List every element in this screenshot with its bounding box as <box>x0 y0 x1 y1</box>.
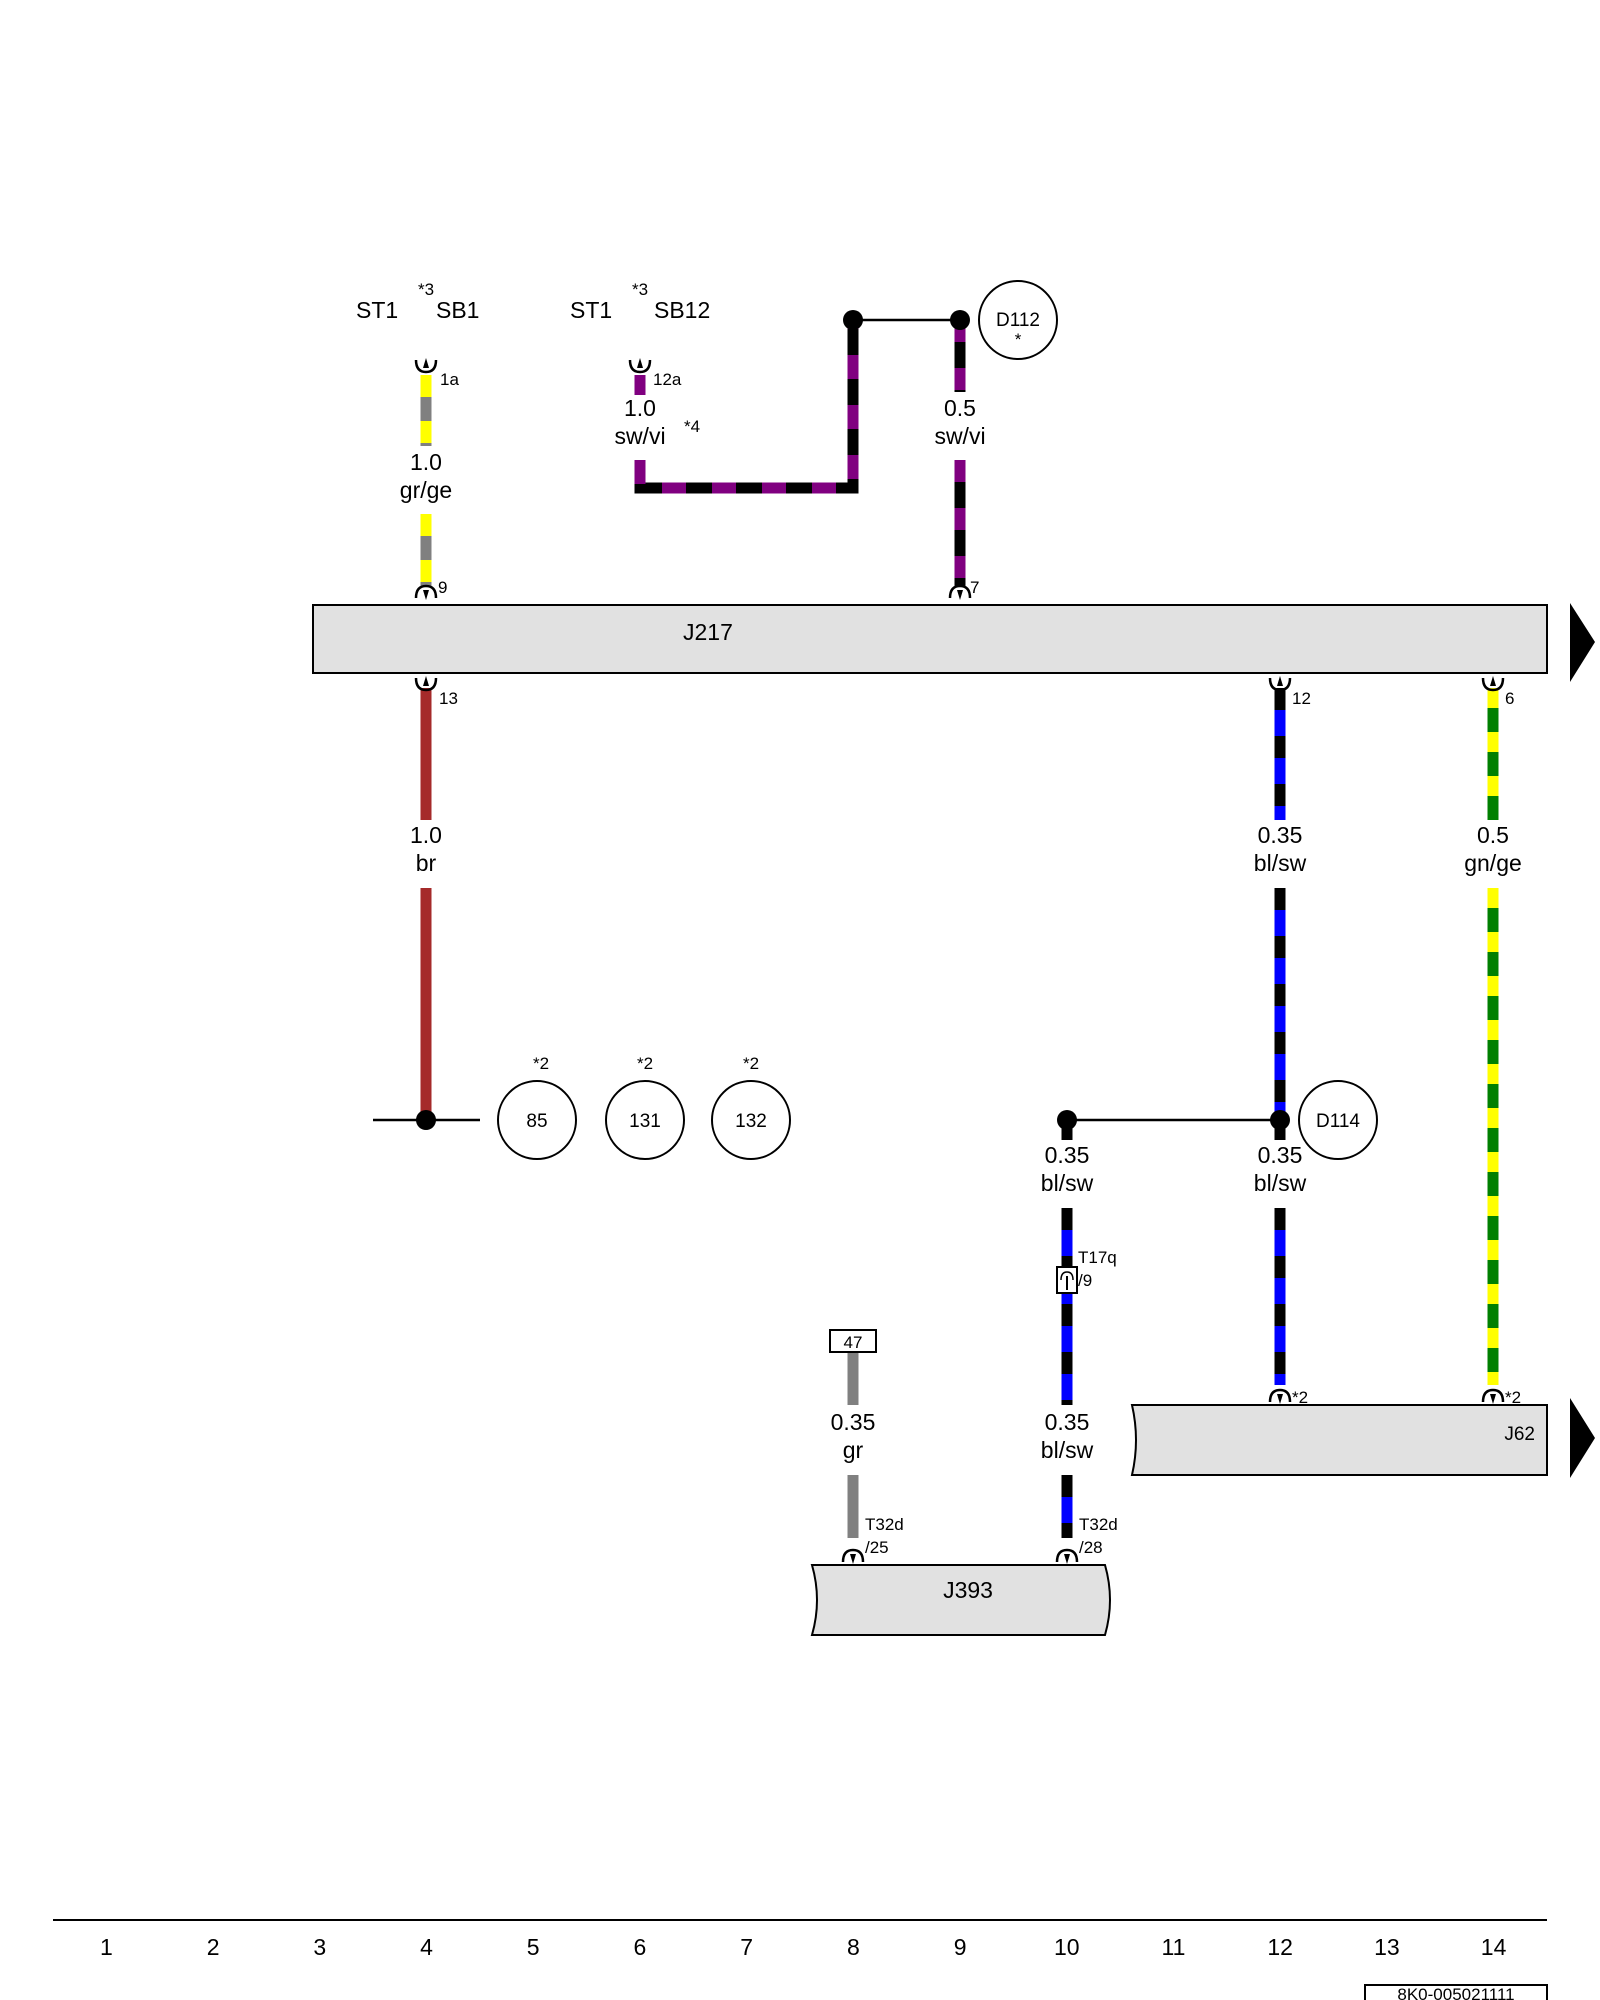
wire-gauge: 0.35 <box>831 1409 876 1435</box>
ground-ref-131[interactable]: *2 131 <box>605 1054 685 1160</box>
j393-label: J393 <box>943 1577 993 1603</box>
t32d-pin: /25 <box>865 1538 889 1557</box>
t32d-label: T32d <box>865 1515 904 1534</box>
pin-6: 6 <box>1505 689 1514 708</box>
grid-number: 10 <box>1054 1934 1080 1960</box>
grid-number: 1 <box>100 1934 113 1960</box>
wire-color: bl/sw <box>1041 1170 1094 1196</box>
terminal-note-right: *3 <box>632 280 648 299</box>
wire-gauge: 0.35 <box>1258 822 1303 848</box>
grid-number: 3 <box>313 1934 326 1960</box>
ground-note: *2 <box>637 1054 653 1073</box>
grid-number: 13 <box>1374 1934 1400 1960</box>
pin-j62-b: *2 <box>1505 1388 1521 1407</box>
wire-color: gr/ge <box>400 477 452 503</box>
splice-dot <box>416 1110 436 1130</box>
ground-ref-132[interactable]: *2 132 <box>711 1054 791 1160</box>
d114-label: D114 <box>1316 1111 1360 1132</box>
wire-sw-vi-sb12 <box>634 320 859 494</box>
terminal-st1-left: ST1 <box>356 297 398 323</box>
grid-number: 5 <box>527 1934 540 1960</box>
grid-number: 12 <box>1267 1934 1293 1960</box>
terminal-note-left: *3 <box>418 280 434 299</box>
j62-label: J62 <box>1504 1424 1535 1445</box>
wire-note: *4 <box>684 417 700 436</box>
wire-gauge: 0.5 <box>1477 822 1509 848</box>
splice-dot <box>950 310 970 330</box>
pin-13: 13 <box>439 689 458 708</box>
d112-label: D112 <box>996 310 1040 331</box>
wire-gauge: 0.5 <box>944 395 976 421</box>
grid-number: 6 <box>634 1934 647 1960</box>
pin-9: 9 <box>438 578 447 597</box>
connector-t17q[interactable]: T17q /9 <box>1056 1248 1117 1294</box>
doc-id-box: 8K0-005021111 <box>1364 1984 1548 2000</box>
t17q-label: T17q <box>1078 1248 1117 1267</box>
grid-number: 11 <box>1162 1934 1186 1960</box>
grid-number: 4 <box>420 1934 433 1960</box>
wire-gauge: 0.35 <box>1258 1142 1303 1168</box>
control-unit-j393[interactable]: J393 <box>810 1564 1111 1636</box>
t32d-label: T32d <box>1079 1515 1118 1534</box>
t17q-pin: /9 <box>1078 1271 1092 1290</box>
ground-note: *2 <box>533 1054 549 1073</box>
pin-7: 7 <box>970 578 979 597</box>
connection-d112[interactable]: D112 * <box>978 280 1058 360</box>
pin-1a: 1a <box>440 370 459 389</box>
control-unit-j217[interactable]: J217 <box>312 603 1595 682</box>
wires <box>373 318 1499 1538</box>
doc-id: 8K0-005021111 <box>1397 1985 1514 2000</box>
terminal-st1-right: ST1 <box>570 297 612 323</box>
wire-gauge: 1.0 <box>410 449 442 475</box>
splice-dot <box>1270 1110 1290 1130</box>
wire-gauge: 1.0 <box>624 395 656 421</box>
terminal-sb1: SB1 <box>436 297 479 323</box>
grid-number: 7 <box>740 1934 753 1960</box>
connection-d114[interactable]: D114 <box>1298 1080 1378 1160</box>
wire-color: bl/sw <box>1254 850 1307 876</box>
pin-12: 12 <box>1292 689 1311 708</box>
pin-j62-a: *2 <box>1292 1388 1308 1407</box>
reference-box-47[interactable]: 47 <box>829 1329 877 1353</box>
splice-dot <box>1057 1110 1077 1130</box>
j217-label: J217 <box>683 619 733 645</box>
wire-color: bl/sw <box>1041 1437 1094 1463</box>
wire-color: sw/vi <box>614 423 665 449</box>
wire-color: sw/vi <box>934 423 985 449</box>
grid-number: 9 <box>954 1934 967 1960</box>
ground-ref-85[interactable]: *2 85 <box>497 1054 577 1160</box>
wire-color: bl/sw <box>1254 1170 1307 1196</box>
wire-gauge: 0.35 <box>1045 1409 1090 1435</box>
ground-note: *2 <box>743 1054 759 1073</box>
wire-color: gr <box>843 1437 864 1463</box>
wire-color: br <box>416 850 437 876</box>
grid-number: 14 <box>1481 1934 1507 1960</box>
terminal-sb12: SB12 <box>654 297 710 323</box>
wire-gauge: 0.35 <box>1045 1142 1090 1168</box>
control-unit-j62[interactable]: J62 <box>1130 1398 1595 1478</box>
d112-note: * <box>1015 330 1022 349</box>
pin-12a: 12a <box>653 370 682 389</box>
ground-label: 85 <box>526 1111 547 1132</box>
ground-label: 131 <box>629 1111 661 1132</box>
grid-number: 8 <box>847 1934 860 1960</box>
t32d-pin: /28 <box>1079 1538 1103 1557</box>
ref-47-label: 47 <box>844 1333 863 1352</box>
grid-number: 2 <box>207 1934 220 1960</box>
wire-color: gn/ge <box>1464 850 1522 876</box>
wire-gauge: 1.0 <box>410 822 442 848</box>
splice-dot <box>843 310 863 330</box>
ground-label: 132 <box>735 1111 767 1132</box>
